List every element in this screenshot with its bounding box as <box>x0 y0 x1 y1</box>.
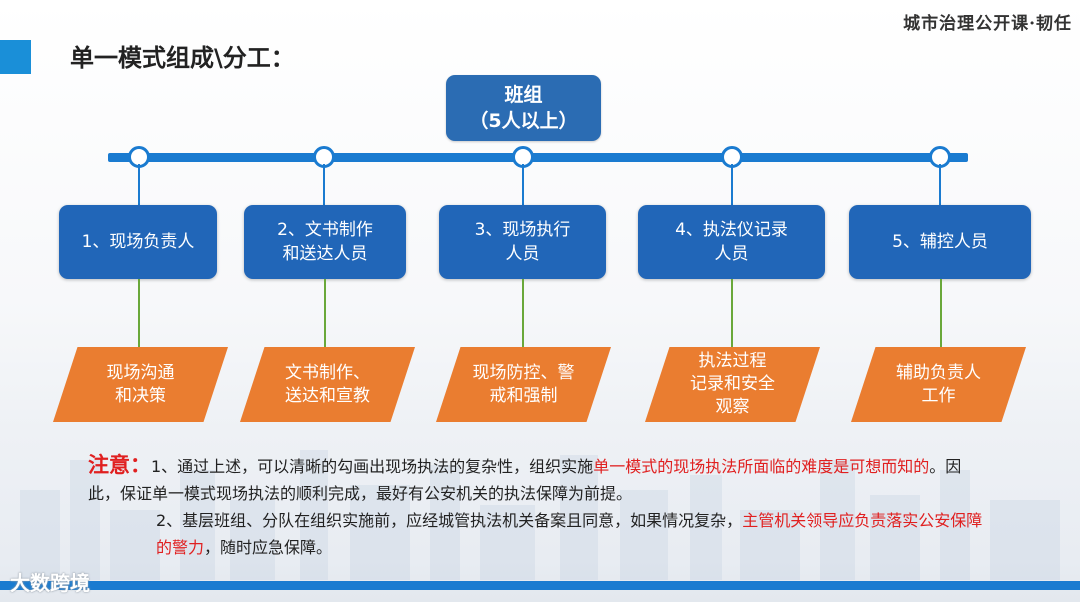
role-label: 5、辅控人员 <box>892 232 988 252</box>
note-text: 1、通过上述，可以清晰的勾画出现场执法的复杂性，组织实施 <box>151 457 594 476</box>
note-label: 注意： <box>88 453 151 477</box>
connector-drop-3 <box>522 164 524 208</box>
role-label: 2、文书制作 <box>277 220 373 240</box>
duty-text: 观察 <box>715 397 750 417</box>
root-node-subtitle: （5人以上） <box>469 110 578 132</box>
corner-title: 城市治理公开课·韧任 <box>903 14 1072 34</box>
connector-bus <box>108 153 968 162</box>
note-paragraph: 注意：1、通过上述，可以清晰的勾画出现场执法的复杂性，组织实施单一模式的现场执法… <box>88 452 993 561</box>
role-label-line2: 人员 <box>505 244 540 264</box>
duty-text: 现场防控、警 <box>472 362 575 383</box>
connector-drop-2 <box>323 164 325 208</box>
duty-text: 现场沟通 <box>106 362 175 383</box>
role-label: 4、执法仪记录 <box>675 220 788 240</box>
duty-text: 工作 <box>921 385 956 406</box>
duty-box-3: 现场防控、警 戒和强制 <box>436 347 611 422</box>
city-skyline-background <box>20 450 1060 580</box>
note-highlight: 主管机关领导应负责落实公安保障的警力 <box>156 511 983 557</box>
role-box-2: 2、文书制作 和送达人员 <box>244 205 406 279</box>
accent-bar <box>0 40 31 74</box>
duty-box-1: 现场沟通 和决策 <box>53 347 228 422</box>
role-box-1: 1、现场负责人 <box>59 205 217 279</box>
note-text: 2、基层班组、分队在组织实施前，应经城管执法机关备案且同意，如果情况复杂， <box>156 511 743 530</box>
role-duty-link-2 <box>324 279 326 347</box>
footer-bar <box>0 581 1080 590</box>
duty-text: 文书制作、 <box>285 362 370 383</box>
duty-text: 送达和宣教 <box>285 385 370 406</box>
note-item-1: 注意：1、通过上述，可以清晰的勾画出现场执法的复杂性，组织实施单一模式的现场执法… <box>88 452 993 507</box>
role-box-3: 3、现场执行 人员 <box>439 205 606 279</box>
note-highlight: 单一模式的现场执法所面临的难度是可想而知的 <box>593 457 930 476</box>
duty-text: 戒和强制 <box>489 385 558 406</box>
page-title: 单一模式组成\分工： <box>70 44 295 72</box>
duty-text: 和决策 <box>115 385 166 406</box>
duty-box-5: 辅助负责人 工作 <box>851 347 1026 422</box>
duty-text: 执法过程 <box>698 351 767 371</box>
role-duty-link-4 <box>731 279 733 347</box>
role-label-line2: 人员 <box>714 244 749 264</box>
role-label: 3、现场执行 <box>474 220 571 240</box>
role-duty-link-5 <box>940 279 942 347</box>
root-node-title: 班组 <box>504 84 543 106</box>
root-node-team: 班组 （5人以上） <box>446 75 601 141</box>
role-box-5: 5、辅控人员 <box>849 205 1031 279</box>
duty-box-4: 执法过程 记录和安全 观察 <box>645 347 820 422</box>
connector-drop-4 <box>731 164 733 208</box>
role-label-line2: 和送达人员 <box>282 244 368 264</box>
note-item-2: 2、基层班组、分队在组织实施前，应经城管执法机关备案且同意，如果情况复杂，主管机… <box>88 507 993 561</box>
role-duty-link-1 <box>138 279 140 347</box>
duty-text: 记录和安全 <box>690 374 775 394</box>
connector-drop-1 <box>138 164 140 208</box>
duty-text: 辅助负责人 <box>896 362 981 383</box>
role-duty-link-3 <box>522 279 524 347</box>
role-box-4: 4、执法仪记录 人员 <box>638 205 825 279</box>
connector-drop-5 <box>939 164 941 208</box>
note-text: 。因此，保证单一模式现场执法的顺利完成，最好有公安机关的执法保障为前提。 <box>88 457 962 503</box>
watermark-logo: 大数跨境 <box>10 571 90 595</box>
note-text: ，随时应急保障。 <box>204 538 333 557</box>
duty-box-2: 文书制作、 送达和宣教 <box>240 347 415 422</box>
role-label: 1、现场负责人 <box>81 232 195 252</box>
